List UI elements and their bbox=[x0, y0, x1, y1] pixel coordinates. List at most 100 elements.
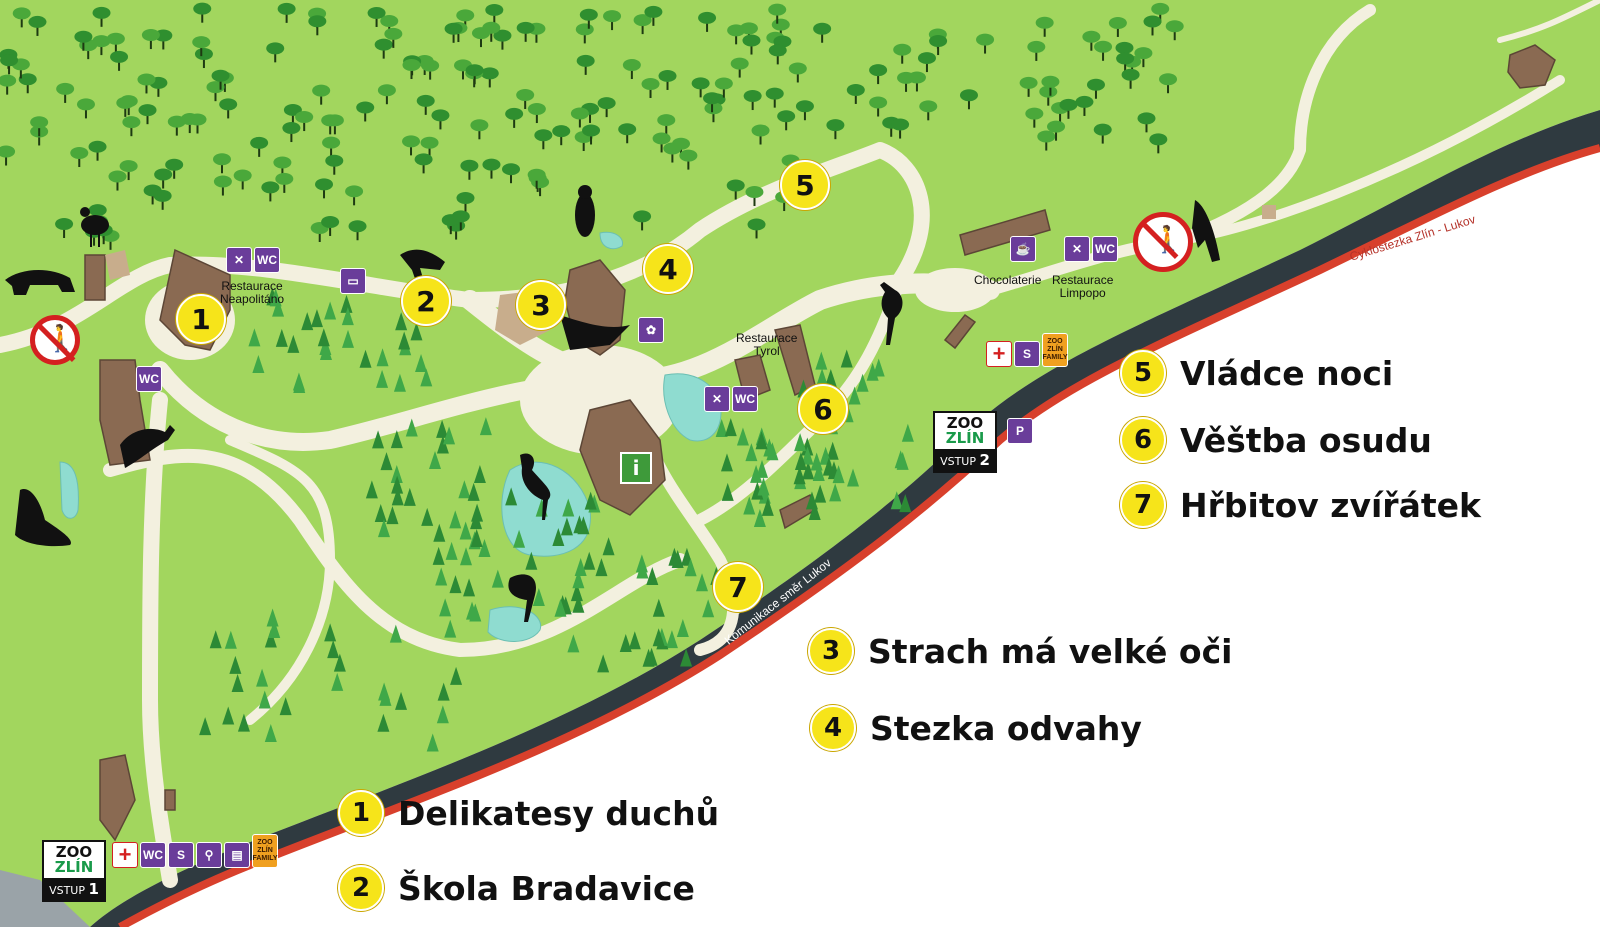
tree-icon bbox=[310, 309, 323, 328]
tree-icon bbox=[726, 179, 745, 200]
tree-icon bbox=[552, 528, 565, 547]
tree-icon bbox=[567, 634, 580, 653]
tree-icon bbox=[757, 477, 770, 496]
tree-icon bbox=[856, 373, 869, 392]
tree-icon bbox=[579, 8, 598, 29]
tree-icon bbox=[505, 487, 518, 506]
first-aid-icon: + bbox=[986, 341, 1012, 367]
map-marker-2[interactable]: 2 bbox=[401, 276, 451, 326]
parking-icon: P bbox=[1007, 418, 1033, 444]
service-s-icon: S bbox=[1014, 341, 1040, 367]
tree-icon bbox=[341, 307, 354, 326]
tree-icon bbox=[266, 42, 285, 63]
tree-icon bbox=[976, 33, 995, 54]
tree-icon bbox=[502, 163, 521, 184]
tree-icon bbox=[829, 483, 842, 502]
tree-icon bbox=[456, 192, 475, 213]
walker-prohibited-icon: 🚶 bbox=[1133, 212, 1193, 272]
tree-icon bbox=[715, 418, 728, 437]
tree-icon bbox=[410, 322, 423, 341]
tree-icon bbox=[482, 21, 501, 42]
tree-icon bbox=[554, 598, 567, 617]
tree-icon bbox=[527, 103, 546, 124]
tree-icon bbox=[815, 351, 828, 370]
legend-label: Škola Bradavice bbox=[398, 868, 695, 908]
tree-icon bbox=[460, 159, 479, 180]
tree-icon bbox=[832, 465, 845, 484]
legend-number: 7 bbox=[1120, 482, 1166, 528]
tree-icon bbox=[583, 551, 596, 570]
tree-icon bbox=[283, 103, 302, 124]
zoo-logo-text: ZLÍN bbox=[54, 858, 94, 876]
legend-number: 5 bbox=[1120, 350, 1166, 396]
legend-label: Strach má velké oči bbox=[868, 631, 1233, 671]
map-marker-5[interactable]: 5 bbox=[780, 160, 830, 210]
legend-label: Delikatesy duchů bbox=[398, 793, 720, 833]
tree-icon bbox=[636, 560, 649, 579]
legend-item-3: 3 Strach má velké oči bbox=[808, 628, 1232, 674]
chocolaterie-label: Chocolaterie bbox=[974, 273, 1042, 287]
legend-number: 2 bbox=[338, 865, 384, 911]
tree-icon bbox=[869, 96, 888, 117]
tree-icon bbox=[402, 59, 421, 80]
tree-icon bbox=[644, 5, 663, 26]
tree-icon bbox=[572, 570, 585, 589]
tree-icon bbox=[275, 172, 294, 193]
tree-icon bbox=[848, 386, 861, 405]
tree-icon bbox=[1086, 78, 1105, 99]
tree-icon bbox=[465, 64, 484, 85]
wc-icon: WC bbox=[732, 386, 758, 412]
restaurant-limpopo-label: Restaurace Limpopo bbox=[1052, 273, 1114, 300]
tree-icon bbox=[765, 87, 784, 108]
legend-label: Věštba osudu bbox=[1180, 420, 1432, 460]
map-marker-1[interactable]: 1 bbox=[176, 294, 226, 344]
tree-icon bbox=[348, 220, 367, 241]
tree-icon bbox=[570, 107, 589, 128]
tree-icon bbox=[393, 373, 406, 392]
tree-icon bbox=[869, 64, 888, 85]
entrance-2[interactable]: ZOO ZLÍN VSTUP 2 bbox=[933, 411, 997, 473]
tree-icon bbox=[840, 349, 853, 368]
tree-icon bbox=[622, 59, 641, 80]
tree-icon bbox=[377, 84, 396, 105]
map-marker-4[interactable]: 4 bbox=[643, 244, 693, 294]
tree-icon bbox=[315, 178, 334, 199]
tree-icon bbox=[378, 682, 391, 701]
map-marker-7[interactable]: 7 bbox=[713, 562, 763, 612]
tree-icon bbox=[959, 89, 978, 110]
tree-icon bbox=[574, 557, 587, 576]
tree-icon bbox=[308, 15, 327, 36]
tree-icon bbox=[437, 682, 450, 701]
tree-icon bbox=[794, 451, 807, 470]
tree-icon bbox=[761, 497, 774, 516]
tree-icon bbox=[560, 517, 573, 536]
tree-icon bbox=[374, 503, 387, 522]
tree-icon bbox=[467, 482, 480, 501]
tree-icon bbox=[269, 288, 282, 307]
map-marker-6[interactable]: 6 bbox=[798, 384, 848, 434]
tree-icon bbox=[395, 691, 408, 710]
tree-icon bbox=[376, 348, 389, 367]
tree-icon bbox=[572, 594, 585, 613]
tree-icon bbox=[1093, 123, 1112, 144]
tree-icon bbox=[333, 653, 346, 672]
tree-icon bbox=[602, 537, 615, 556]
tree-icon bbox=[319, 342, 332, 361]
map-marker-3[interactable]: 3 bbox=[516, 280, 566, 330]
tree-icon bbox=[899, 494, 912, 513]
entrance-1[interactable]: ZOO ZLÍN VSTUP 1 bbox=[42, 840, 106, 902]
tree-icon bbox=[386, 506, 399, 525]
tree-icon bbox=[211, 69, 230, 90]
tree-icon bbox=[248, 328, 261, 347]
tree-icon bbox=[671, 549, 684, 568]
legend-number: 3 bbox=[808, 628, 854, 674]
cafe-icon: ☕ bbox=[1010, 236, 1036, 262]
tree-icon bbox=[1116, 52, 1135, 73]
legend-label: Stezka odvahy bbox=[870, 708, 1142, 748]
flower-icon: ✿ bbox=[638, 317, 664, 343]
tree-icon bbox=[444, 619, 457, 638]
tree-icon bbox=[436, 435, 449, 454]
tree-icon bbox=[1108, 16, 1127, 37]
legend-item-6: 6 Věštba osudu bbox=[1120, 417, 1432, 463]
tree-icon bbox=[213, 175, 232, 196]
